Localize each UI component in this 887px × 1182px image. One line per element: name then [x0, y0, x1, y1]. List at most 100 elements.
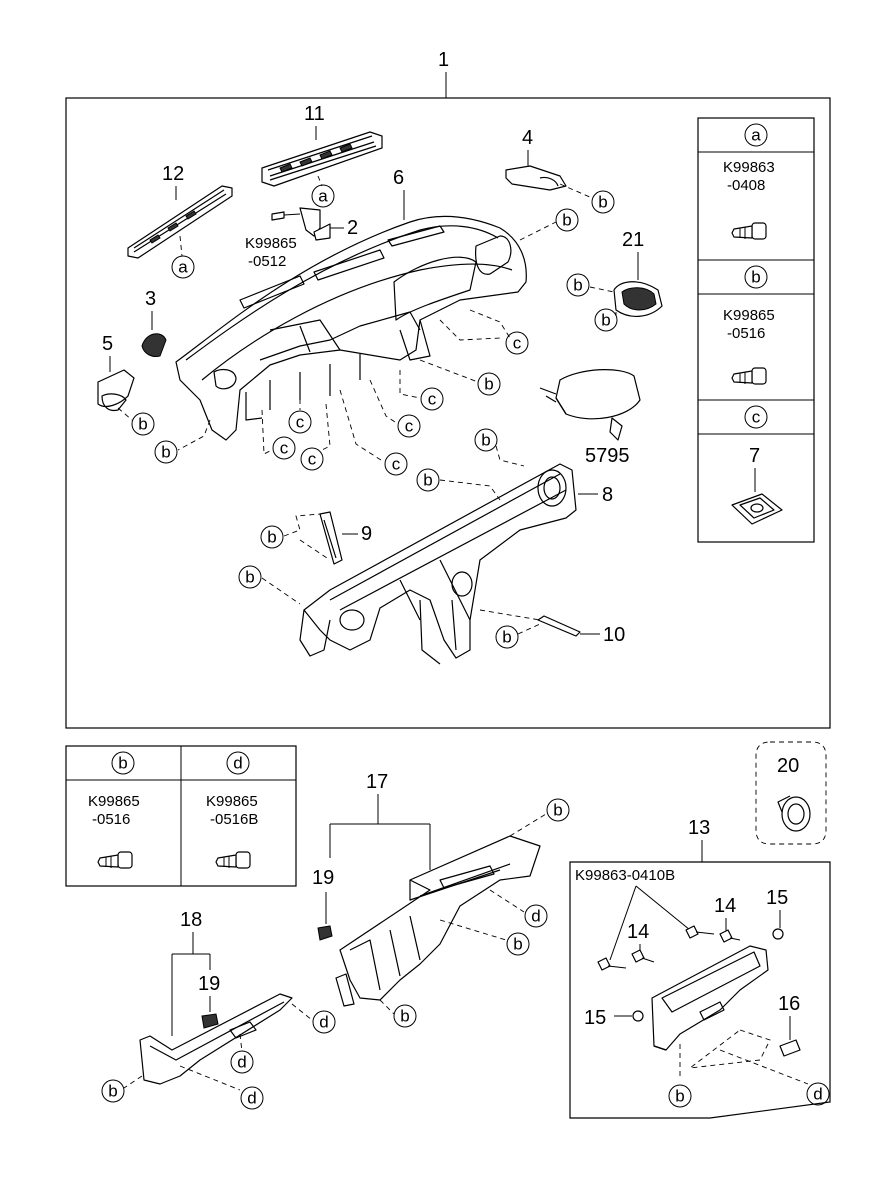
legend-b-code-2: -0516 [727, 325, 765, 342]
callout-5795: 5795 [585, 445, 630, 467]
part-20-grommet [777, 795, 811, 832]
part-10-bracket [537, 615, 581, 637]
glove-box-screws [597, 925, 784, 1022]
part-18-lower-trim [139, 993, 293, 1085]
ref-b-17a: b [553, 801, 562, 820]
ref-c-6d: c [392, 455, 401, 474]
ref-a-11: a [318, 187, 328, 206]
lower-b-code-2: -0516 [92, 811, 130, 828]
ref-b-18: b [108, 1082, 117, 1101]
ref-c-6a: c [513, 334, 522, 353]
callout-8: 8 [602, 484, 613, 506]
glove-box-code: K99863-0410B [575, 867, 675, 884]
ref-c-6b: c [428, 390, 437, 409]
callout-6: 6 [393, 167, 404, 189]
legend-b-code-1: K99865 [723, 307, 775, 324]
callout-3: 3 [145, 288, 156, 310]
part-17-lower-panel [335, 835, 541, 1007]
part-20-frame [755, 741, 827, 845]
part-12-side-vent [127, 185, 233, 259]
ref-b-5: b [138, 415, 147, 434]
ref-b-6c: b [161, 443, 170, 462]
ref-d-18b: d [237, 1053, 246, 1072]
ref-d-18c: d [247, 1089, 256, 1108]
legend-letter-a: a [751, 126, 761, 145]
callout-10: 10 [603, 624, 625, 646]
callout-15-a: 15 [766, 887, 788, 909]
callout-12: 12 [162, 163, 184, 185]
part-19-clip-b [201, 1013, 219, 1029]
part-2-code-1: K99865 [245, 235, 297, 252]
part-8-cowl-cross-bar [299, 463, 577, 665]
ref-d-13: d [813, 1085, 822, 1104]
part-11-center-vent [261, 131, 383, 187]
ref-b-6a: b [562, 211, 571, 230]
ref-b-8a: b [481, 431, 490, 450]
ref-b-17b: b [513, 935, 522, 954]
screw-b-icon [731, 367, 767, 385]
ref-c-6f: c [308, 450, 317, 469]
ref-d-17: d [531, 907, 540, 926]
callout-13: 13 [688, 817, 710, 839]
ref-a-12: a [178, 258, 188, 277]
screw-lower-d-icon [215, 851, 251, 869]
part-13-glove-box [651, 945, 769, 1051]
callout-17: 17 [366, 771, 388, 793]
legend-a-code-1: K99863 [723, 159, 775, 176]
part-5795-airbag-module [539, 369, 641, 441]
callout-5: 5 [102, 333, 113, 355]
callout-19-b: 19 [198, 973, 220, 995]
callout-19-a: 19 [312, 867, 334, 889]
ref-b-9: b [267, 528, 276, 547]
callout-9: 9 [361, 523, 372, 545]
ref-c-6g: c [280, 439, 289, 458]
part-19-clip-a [317, 925, 333, 941]
screw-lower-b-icon [97, 851, 133, 869]
lower-legend-letter-b: b [118, 754, 127, 773]
part-2-code-2: -0512 [248, 253, 286, 270]
callout-4: 4 [522, 127, 533, 149]
lower-fastener-legend: b d K99865 -0516 K99865 -0516B [65, 745, 297, 887]
callout-16: 16 [778, 993, 800, 1015]
ref-b-10: b [502, 628, 511, 647]
ref-b-21a: b [573, 276, 582, 295]
glove-box-frame [569, 861, 831, 1119]
callout-14-a: 14 [714, 895, 736, 917]
ref-b-8b: b [423, 471, 432, 490]
part-9-bracket [319, 511, 343, 565]
lower-legend-letter-d: d [233, 754, 242, 773]
part-3-speaker-grille [141, 333, 167, 357]
part-6-dashboard-panel [175, 215, 527, 441]
ref-c-6c: c [405, 417, 414, 436]
callout-20: 20 [777, 755, 799, 777]
ref-b-21b: b [601, 311, 610, 330]
ref-c-6e: c [296, 413, 305, 432]
lower-d-code-1: K99865 [206, 793, 258, 810]
part-16-damper [779, 1039, 801, 1057]
legend-a-code-2: -0408 [727, 177, 765, 194]
main-assembly-frame [65, 97, 831, 729]
callout-21: 21 [622, 229, 644, 251]
part-5-side-duct [97, 369, 135, 412]
callout-2: 2 [347, 217, 358, 239]
screw-a-icon [731, 222, 767, 240]
legend-letter-b: b [751, 268, 760, 287]
fastener-legend: a K99863 -0408 b K99865 -0516 c 7 [697, 117, 815, 543]
part-21-side-vent [613, 281, 663, 317]
lower-d-code-2: -0516B [210, 811, 258, 828]
legend-letter-c: c [752, 408, 761, 427]
callout-7: 7 [749, 445, 760, 467]
ref-b-4: b [598, 193, 607, 212]
ref-b-6b: b [484, 375, 493, 394]
callout-1: 1 [438, 49, 449, 71]
callout-14-b: 14 [627, 921, 649, 943]
part-2-bracket [271, 207, 331, 241]
callout-15-b: 15 [584, 1007, 606, 1029]
part-4-defroster-duct [505, 165, 567, 191]
ref-d-18a: d [319, 1013, 328, 1032]
ref-b-8c: b [245, 568, 254, 587]
callout-11: 11 [304, 103, 325, 125]
clip-nut-icon [731, 493, 783, 525]
lower-b-code-1: K99865 [88, 793, 140, 810]
